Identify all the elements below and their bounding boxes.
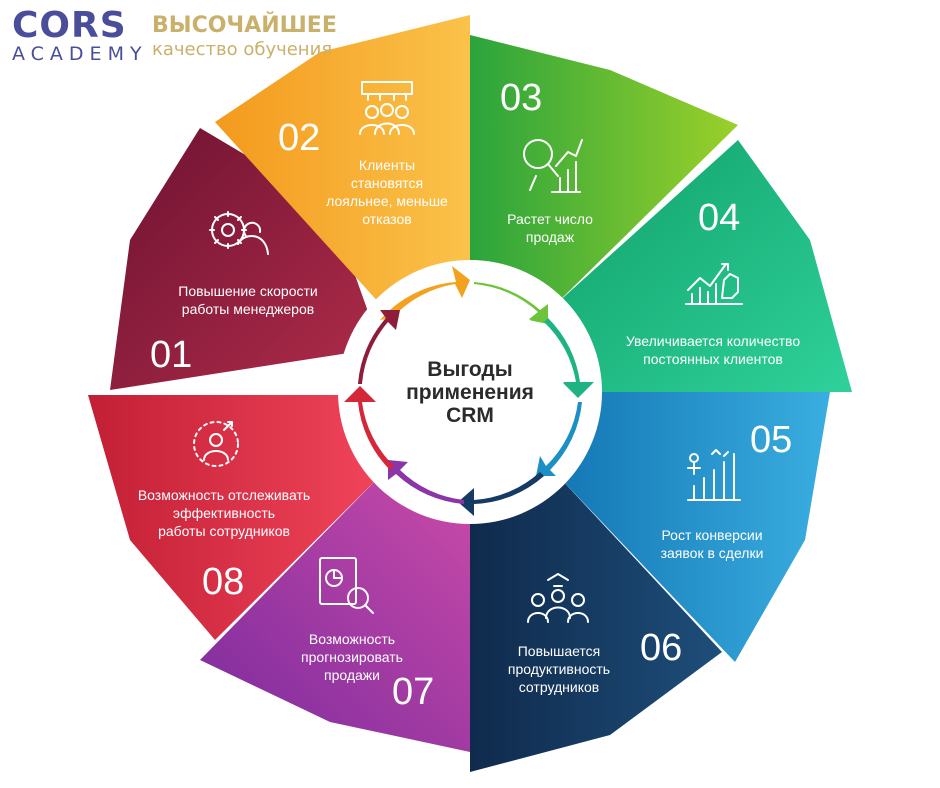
segment-07 <box>200 478 470 752</box>
audience-icon <box>359 81 415 135</box>
center-title: Выгоды применения CRM <box>380 358 560 427</box>
arrow-red <box>344 386 394 470</box>
cycle-arrows <box>344 266 594 516</box>
logo-brand: CORS <box>12 5 127 46</box>
segment-04 <box>555 140 852 392</box>
center-title-line3: CRM <box>446 404 494 427</box>
tagline-1: ВЫСОЧАЙШЕЕ <box>152 13 337 38</box>
logo-sub: ACADEMY <box>12 43 148 65</box>
segment-02-text: Клиенты становятся лояльнее, меньше отка… <box>326 157 448 227</box>
magnifier-chart-icon <box>523 139 583 193</box>
segment-07-text: Возможность прогнозировать продажи <box>301 631 403 683</box>
segment-03-number: 03 <box>500 77 543 119</box>
forecast-search-icon <box>319 557 374 614</box>
segment-08 <box>88 395 378 640</box>
center-inner-circle <box>376 298 564 486</box>
gear-head-icon <box>209 211 269 255</box>
segment-05-number: 05 <box>750 419 793 461</box>
segment-07-number: 07 <box>392 671 435 713</box>
arrow-purple <box>388 460 464 504</box>
segment-08-text: Возможность отслеживать эффективность ра… <box>137 487 311 539</box>
segment-02 <box>215 15 470 305</box>
segment-05-text: Рост конверсии заявок в сделки <box>660 527 764 561</box>
segment-01-text: Повышение скорости работы менеджеров <box>178 283 318 317</box>
team-icon <box>527 573 589 623</box>
segment-01-number: 01 <box>150 334 193 376</box>
employee-target-icon <box>193 421 239 467</box>
arrow-maroon <box>358 310 400 384</box>
arrow-orange <box>380 266 470 320</box>
segment-03 <box>470 35 738 305</box>
segment-06-number: 06 <box>640 627 683 669</box>
segment-06-text: Повышается продуктивность сотрудников <box>507 643 611 695</box>
segment-01 <box>110 128 381 390</box>
segment-02-number: 02 <box>278 117 321 159</box>
center-title-line2: применения <box>406 381 534 404</box>
segment-08-number: 08 <box>202 561 245 603</box>
arrow-green <box>474 282 548 324</box>
arrow-teal <box>544 318 594 398</box>
arrow-navy <box>458 472 544 516</box>
segment-03-text: Растет число продаж <box>507 211 593 245</box>
segment-04-number: 04 <box>698 197 741 239</box>
arrow-blue <box>536 402 582 476</box>
segment-06 <box>470 478 722 772</box>
segment-04-text: Увеличивается количество постоянных клие… <box>625 333 801 367</box>
segment-05 <box>560 392 830 662</box>
growth-hand-icon <box>685 263 743 305</box>
stairs-growth-icon <box>687 449 741 501</box>
center-title-line1: Выгоды <box>427 358 513 381</box>
tagline-2: качество обучения <box>152 39 333 60</box>
